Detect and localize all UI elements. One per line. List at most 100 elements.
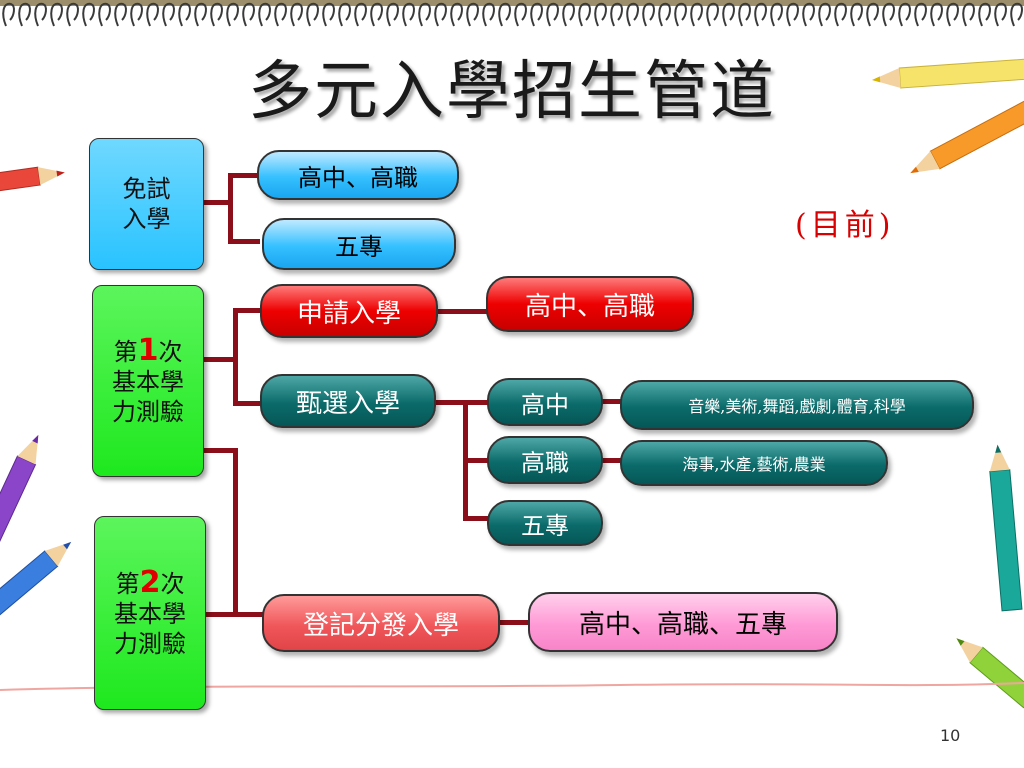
- register-target-pill[interactable]: 高中、高職、五專: [528, 592, 838, 652]
- connector-line: [600, 399, 622, 404]
- spiral-ring-icon: [418, 2, 431, 27]
- pencil-icon: [0, 434, 39, 565]
- first-basic-test-box[interactable]: 第1次 基本學 力測驗: [92, 285, 204, 477]
- connector-line: [203, 448, 238, 453]
- second-basic-test-box[interactable]: 第2次 基本學 力測驗: [94, 516, 206, 710]
- pencil-icon: [956, 638, 1024, 709]
- connector-line: [463, 400, 488, 405]
- spiral-ring-icon: [546, 2, 559, 27]
- connector-line: [233, 308, 261, 313]
- spiral-ring-icon: [994, 2, 1007, 27]
- connector-line: [233, 448, 238, 616]
- spiral-ring-icon: [434, 2, 447, 27]
- spiral-ring-icon: [738, 2, 751, 27]
- connector-line: [432, 400, 468, 405]
- spiral-ring-icon: [306, 2, 319, 27]
- connector-line: [203, 357, 235, 362]
- select-target-vocational[interactable]: 高職: [487, 436, 603, 484]
- connector-line: [203, 612, 265, 617]
- spiral-ring-icon: [578, 2, 591, 27]
- pencil-icon: [0, 166, 65, 200]
- spiral-ring-icon: [802, 2, 815, 27]
- spiral-ring-icon: [386, 2, 399, 27]
- spiral-ring-icon: [18, 2, 31, 27]
- pencil-icon: [0, 541, 72, 619]
- spiral-ring-icon: [690, 2, 703, 27]
- spiral-ring-icon: [242, 2, 255, 27]
- spiral-ring-icon: [594, 2, 607, 27]
- spiral-ring-icon: [482, 2, 495, 27]
- spiral-ring-icon: [786, 2, 799, 27]
- page-title: 多元入學招生管道: [248, 55, 776, 129]
- spiral-ring-icon: [754, 2, 767, 27]
- select-entrance-pill[interactable]: 甄選入學: [260, 374, 436, 428]
- spiral-ring-icon: [962, 2, 975, 27]
- first-test-line2: 基本學: [112, 367, 184, 396]
- spiral-ring-icon: [354, 2, 367, 27]
- first-test-number: 1: [137, 332, 159, 368]
- spiral-ring-icon: [370, 2, 383, 27]
- select-target-high-school[interactable]: 高中: [487, 378, 603, 426]
- spiral-ring-icon: [450, 2, 463, 27]
- second-test-line3: 力測驗: [114, 629, 186, 658]
- connector-line: [600, 458, 622, 463]
- spiral-ring-icon: [274, 2, 287, 27]
- connector-line: [463, 516, 488, 521]
- spiral-ring-icon: [178, 2, 191, 27]
- connector-line: [233, 401, 261, 406]
- connector-line: [228, 239, 260, 244]
- exempt-target-high-vocational[interactable]: 高中、高職: [257, 150, 459, 200]
- spiral-ring-icon: [514, 2, 527, 27]
- spiral-ring-icon: [834, 2, 847, 27]
- spiral-ring-icon: [114, 2, 127, 27]
- second-test-line1: 第2次: [115, 564, 185, 600]
- spiral-ring-icon: [530, 2, 543, 27]
- spiral-ring-icon: [338, 2, 351, 27]
- apply-target-pill[interactable]: 高中、高職: [486, 276, 694, 332]
- spiral-ring-icon: [946, 2, 959, 27]
- spiral-ring-icon: [194, 2, 207, 27]
- spiral-ring-icon: [706, 2, 719, 27]
- spiral-ring-icon: [210, 2, 223, 27]
- spiral-ring-icon: [226, 2, 239, 27]
- spiral-ring-icon: [562, 2, 575, 27]
- select-high-school-detail[interactable]: 音樂,美術,舞蹈,戲劇,體育,科學: [620, 380, 974, 430]
- connector-line: [497, 620, 529, 625]
- spiral-ring-icon: [882, 2, 895, 27]
- current-note: (目前): [795, 208, 895, 243]
- connector-line: [435, 309, 487, 314]
- spiral-ring-icon: [914, 2, 927, 27]
- spiral-ring-icon: [930, 2, 943, 27]
- spiral-ring-icon: [290, 2, 303, 27]
- spiral-ring-icon: [146, 2, 159, 27]
- select-target-junior-college[interactable]: 五專: [487, 500, 603, 546]
- apply-entrance-pill[interactable]: 申請入學: [260, 284, 438, 338]
- register-entrance-pill[interactable]: 登記分發入學: [262, 594, 500, 652]
- spiral-ring-icon: [1010, 2, 1023, 27]
- spiral-ring-icon: [82, 2, 95, 27]
- spiral-ring-icon: [850, 2, 863, 27]
- spiral-ring-icon: [658, 2, 671, 27]
- connector-line: [228, 173, 260, 178]
- select-vocational-detail[interactable]: 海事,水產,藝術,農業: [620, 440, 888, 486]
- spiral-ring-icon: [642, 2, 655, 27]
- spiral-ring-icon: [258, 2, 271, 27]
- spiral-ring-icon: [466, 2, 479, 27]
- spiral-ring-icon: [2, 2, 15, 27]
- spiral-ring-icon: [610, 2, 623, 27]
- spiral-ring-icon: [626, 2, 639, 27]
- spiral-ring-icon: [66, 2, 79, 27]
- spiral-ring-icon: [674, 2, 687, 27]
- exempt-line2: 入學: [122, 205, 171, 233]
- second-test-line2: 基本學: [114, 599, 186, 628]
- spiral-ring-icon: [322, 2, 335, 27]
- spiral-ring-icon: [130, 2, 143, 27]
- spiral-ring-icon: [498, 2, 511, 27]
- spiral-ring-icon: [978, 2, 991, 27]
- second-test-number: 2: [139, 564, 161, 600]
- spiral-ring-icon: [898, 2, 911, 27]
- spiral-ring-icon: [722, 2, 735, 27]
- exempt-target-junior-college[interactable]: 五專: [262, 218, 456, 270]
- spiral-ring-icon: [34, 2, 47, 27]
- exempt-entrance-box[interactable]: 免試 入學: [89, 138, 204, 270]
